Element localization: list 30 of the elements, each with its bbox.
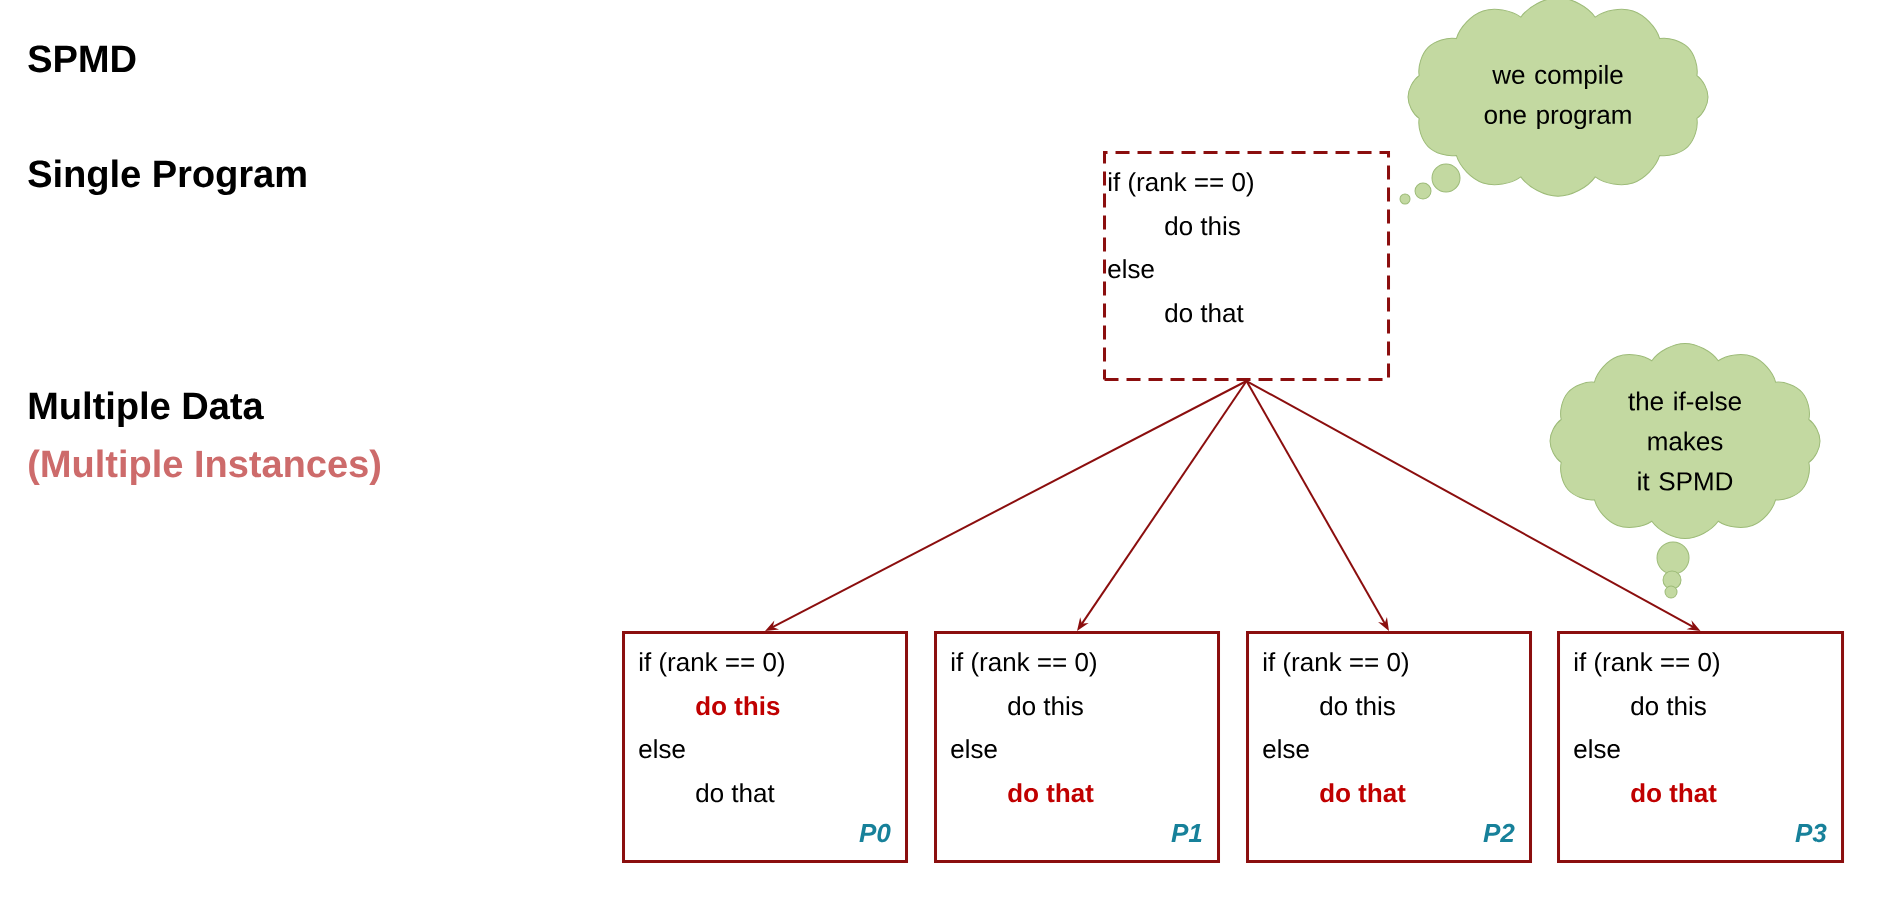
code-line: if (rank == 0) xyxy=(951,652,1096,677)
heading: Multiple Data xyxy=(29,391,264,427)
process-label: P0 xyxy=(859,823,891,843)
highlighted-code-line: do this xyxy=(696,696,780,716)
code-line: if (rank == 0) xyxy=(1108,172,1253,197)
code-line: else xyxy=(639,739,685,759)
highlighted-code-line: do that xyxy=(1008,783,1094,803)
code-line: else xyxy=(1263,739,1309,759)
code-line: if (rank == 0) xyxy=(639,652,784,677)
code-line: else xyxy=(951,739,997,759)
code-line: if (rank == 0) xyxy=(1574,652,1719,677)
code-line: if (rank == 0) xyxy=(1263,652,1408,677)
code-line: else xyxy=(1108,259,1154,279)
process-label: P2 xyxy=(1483,823,1515,842)
thought-cloud: the if-else makes it SPMD xyxy=(1549,343,1821,599)
code-line: do this xyxy=(1165,216,1240,236)
heading: SPMD xyxy=(28,45,136,73)
code-line: do that xyxy=(1165,303,1244,323)
subheading: (Multiple Instances) xyxy=(29,449,380,485)
process-label: P1 xyxy=(1171,824,1202,842)
code-line: do this xyxy=(1631,696,1706,716)
code-line: else xyxy=(1574,739,1620,759)
code-line: do this xyxy=(1320,696,1395,716)
highlighted-code-line: do that xyxy=(1631,783,1717,803)
thought-cloud: we compile one program xyxy=(1399,0,1709,205)
highlighted-code-line: do that xyxy=(1320,783,1406,803)
code-line: do that xyxy=(696,783,775,803)
heading: Single Program xyxy=(28,159,306,196)
process-label: P3 xyxy=(1795,823,1827,843)
code-line: do this xyxy=(1008,696,1083,716)
